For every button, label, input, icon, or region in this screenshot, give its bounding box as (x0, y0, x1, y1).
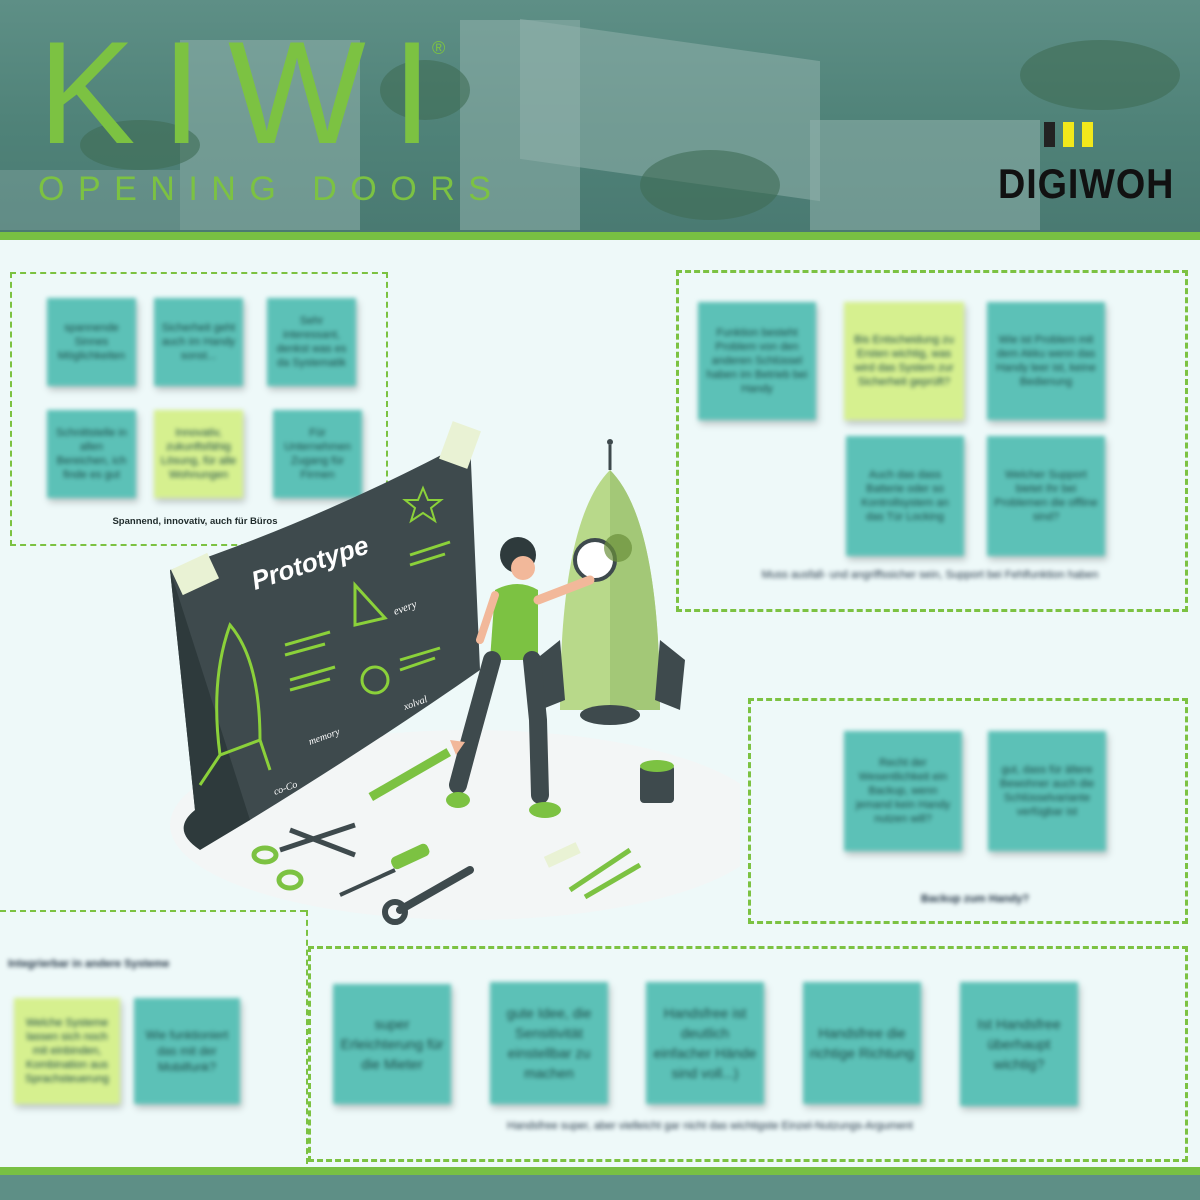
sticky-note: Welche Systeme lassen sich noch mit einb… (14, 998, 120, 1104)
sticky-note: Wie ist Problem mit dem Akku wenn das Ha… (987, 302, 1105, 420)
triangle-sketch (353, 581, 388, 627)
tree-bg (1020, 40, 1180, 110)
board-topleft (10, 272, 388, 546)
screwdriver-icon (339, 843, 430, 897)
tools (251, 740, 674, 925)
board-caption: Handsfree super, aber vielleicht gar nic… (507, 1120, 913, 1132)
star-icon (402, 485, 444, 524)
board-caption: Spannend, innovativ, auch für Büros (112, 516, 278, 527)
building-bg (0, 170, 180, 230)
digiwoh-logo: DIGIWOH (998, 160, 1175, 207)
board-caption: Integrierbar in andere Systeme (8, 958, 170, 970)
footer-divider (0, 1167, 1200, 1175)
building-bg (810, 120, 1040, 230)
header-banner: KIWI ® OPENING DOORS DIGIWOH (0, 0, 1200, 232)
sticky-note: Für Unternehmen Zugang für Firmen (273, 410, 362, 498)
kiwi-logo: KIWI (38, 11, 459, 174)
board-caption: Muss ausfall- und angriffssicher sein, S… (761, 569, 1099, 581)
board-bottomleft-edge (306, 910, 308, 1164)
wrench-icon (382, 866, 474, 925)
scissors-icon (251, 822, 356, 891)
tree-bg (640, 150, 780, 220)
sticky-note: Handsfree ist deutlich einfacher Hände s… (646, 982, 764, 1104)
sticky-note: Handsfree die richtige Richtung (803, 982, 921, 1104)
sticky-note: super Erleichterung für die Mieter (333, 984, 451, 1104)
digiwoh-logo-icon (1044, 122, 1093, 147)
board-bottomleft-edge (0, 910, 306, 912)
tape (170, 552, 220, 596)
header-divider (0, 232, 1200, 240)
kiwi-tagline: OPENING DOORS (38, 170, 505, 208)
brushes-icon (543, 842, 642, 900)
sticky-note: Bis Entscheidung zu Ersten wichtig, was … (844, 302, 964, 420)
sticky-note: Auch das dass Batterie oder so Kontrolls… (846, 436, 964, 556)
sticky-note: Schnittstelle in allen Bereichen, ich fi… (47, 410, 136, 498)
registered-mark: ® (432, 38, 446, 58)
pencil-icon (368, 740, 465, 801)
board-bottom (308, 946, 1188, 1162)
circle-sketch (360, 665, 390, 695)
rocket-sketch (198, 622, 272, 786)
tree-bg (380, 60, 470, 120)
footer-banner (0, 1175, 1200, 1200)
board-right (748, 698, 1188, 924)
sticky-note: gute Idee, die Sensitivität einstellbar … (490, 982, 608, 1104)
board-lines (284, 540, 451, 692)
paint-bucket-icon (640, 760, 674, 803)
building-bg (180, 40, 360, 230)
person (446, 537, 595, 818)
sticky-note: gut, dass für ältere Bewohner auch die S… (988, 731, 1106, 851)
rocket (535, 439, 685, 725)
sticky-note: Ist Handsfree überhaupt wichtig? (960, 982, 1078, 1106)
sticky-note: Wie funktioniert das mit der Mobilfunk? (134, 998, 240, 1104)
board-caption: Backup zum Handy? (920, 893, 1030, 905)
blackboard: Prototype every memory xolval co-Co (170, 421, 481, 850)
tree-bg (80, 120, 200, 170)
sticky-note: spannende Sinnes Möglichkeiten (47, 298, 136, 386)
tape (439, 421, 481, 469)
sticky-note: Sehr interessant, denkst was es da Syste… (267, 298, 356, 386)
sticky-note: Welcher Support bietet Ihr bei Problemen… (987, 436, 1105, 556)
sticky-note: Innovativ, zukunftsfähig Lösung, für all… (154, 410, 243, 498)
sticky-note: Recht der Wesentlichkeit ein Backup, wen… (844, 731, 962, 851)
sticky-note: Sicherheit geht auch im Handy sonst... (154, 298, 243, 386)
prototype-illustration: Prototype every memory xolval co-Co (170, 421, 740, 925)
sticky-note: Funktion besteht Problem von den anderen… (698, 302, 816, 420)
board-topright (676, 270, 1188, 612)
